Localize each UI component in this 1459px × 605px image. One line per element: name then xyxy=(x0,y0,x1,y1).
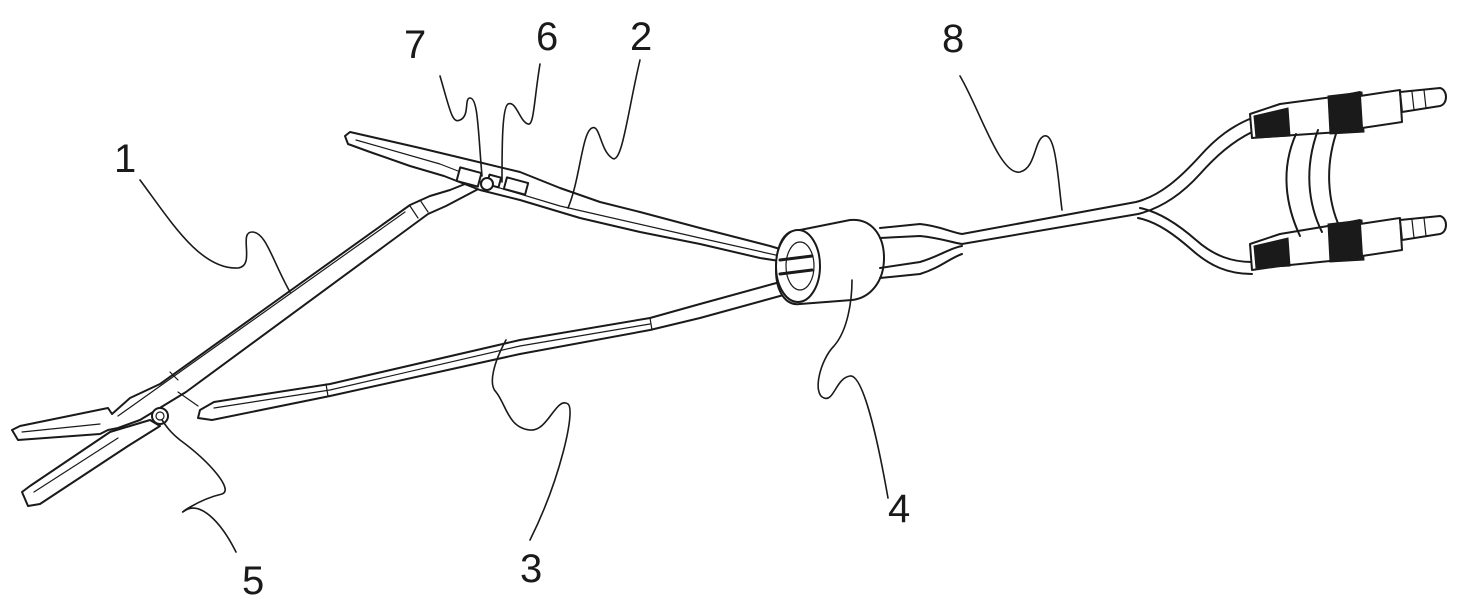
sleeve xyxy=(775,218,885,306)
plug-top xyxy=(1249,87,1447,139)
leader-lines xyxy=(139,59,1063,553)
cable xyxy=(879,117,1253,279)
label-6: 6 xyxy=(536,15,558,59)
plug-bottom xyxy=(1249,215,1447,271)
upper-jaw xyxy=(344,131,791,263)
lower-arm xyxy=(177,277,803,421)
label-2: 2 xyxy=(630,15,652,59)
label-8: 8 xyxy=(942,17,964,61)
label-7: 7 xyxy=(404,23,426,67)
plug-bridge xyxy=(1285,127,1341,237)
reference-numerals: 1 7 6 2 8 4 3 5 xyxy=(114,15,964,603)
label-3: 3 xyxy=(520,547,542,591)
label-4: 4 xyxy=(888,487,910,531)
label-5: 5 xyxy=(242,559,264,603)
pivot-rivet xyxy=(151,407,169,425)
label-1: 1 xyxy=(114,137,136,181)
